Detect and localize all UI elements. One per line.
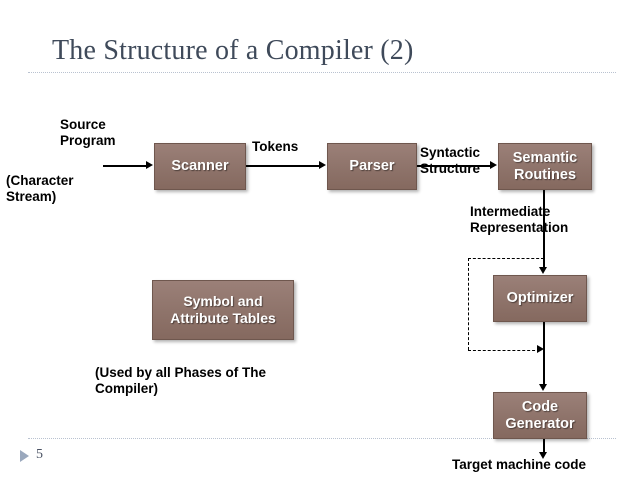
connector-source-to-scanner xyxy=(103,165,147,167)
bypass-dashed-bottom-segment xyxy=(468,350,540,351)
arrowhead-parser-to-semantic xyxy=(490,161,497,169)
connector-parser-to-semantic xyxy=(415,165,491,167)
arrowhead-scanner-to-parser xyxy=(319,161,326,169)
node-symbol-attribute-tables[interactable]: Symbol and Attribute Tables xyxy=(152,280,294,340)
node-code-generator[interactable]: Code Generator xyxy=(493,392,587,439)
node-optimizer[interactable]: Optimizer xyxy=(493,275,587,322)
arrowhead-semantic-to-optimizer xyxy=(539,267,547,274)
arrowhead-source-to-scanner xyxy=(146,161,153,169)
label-character-stream: (Character Stream) xyxy=(6,173,74,204)
label-source-program: Source Program xyxy=(60,117,116,148)
label-target-machine-code: Target machine code xyxy=(452,457,587,472)
arrowhead-codegen-to-output xyxy=(539,452,547,459)
connector-codegen-to-output xyxy=(543,437,545,455)
label-used-by-all-phases: (Used by all Phases of The Compiler) xyxy=(95,365,267,396)
arrowhead-bypass-rejoin xyxy=(537,345,544,353)
node-scanner[interactable]: Scanner xyxy=(154,143,246,190)
slide-number: 5 xyxy=(36,447,43,462)
arrowhead-optimizer-to-codegen xyxy=(539,384,547,391)
title-divider xyxy=(28,72,616,73)
node-parser[interactable]: Parser xyxy=(327,143,417,190)
node-semantic-routines[interactable]: Semantic Routines xyxy=(498,143,592,190)
bypass-dashed-left-segment xyxy=(468,258,469,350)
page-title: The Structure of a Compiler (2) xyxy=(52,35,414,66)
footer-divider xyxy=(28,438,616,439)
bypass-dashed-top-segment xyxy=(468,258,544,259)
connector-semantic-to-optimizer xyxy=(543,188,545,268)
triangle-bullet-icon xyxy=(20,450,29,462)
label-syntactic-structure: Syntactic Structure xyxy=(420,145,481,176)
label-intermediate-representation: Intermediate Representation xyxy=(470,204,569,235)
connector-scanner-to-parser xyxy=(244,165,320,167)
label-tokens: Tokens xyxy=(252,139,299,154)
